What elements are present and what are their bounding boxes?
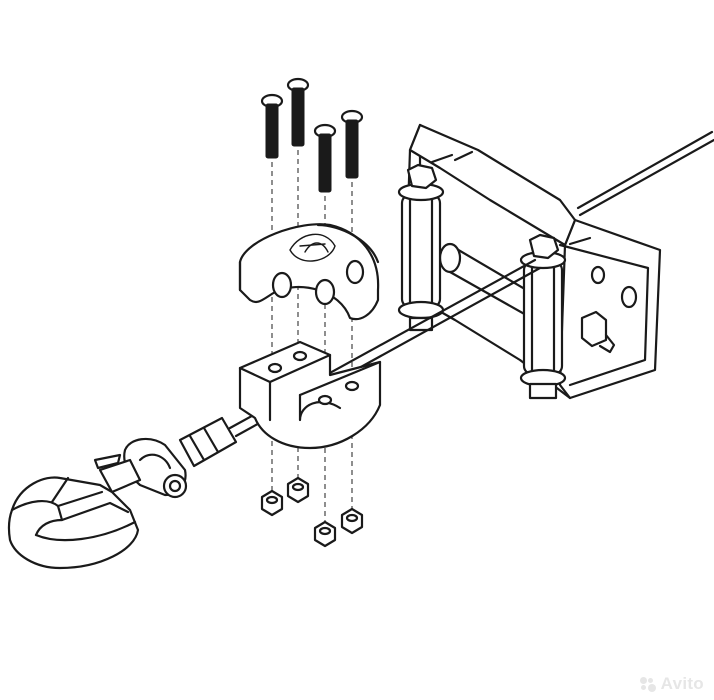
bolt-3	[313, 123, 337, 193]
hawse-clamp-top	[238, 223, 380, 321]
watermark-text: Avito	[660, 674, 704, 693]
nut-4	[340, 507, 364, 535]
bolt-2	[286, 77, 310, 147]
bolt-1	[260, 93, 284, 159]
hex-nuts	[260, 476, 364, 548]
cable-hook	[7, 416, 238, 570]
avito-watermark: Avito	[639, 674, 704, 694]
nut-3	[313, 520, 337, 548]
assembly-guide-lines	[271, 150, 353, 522]
nut-2	[286, 476, 310, 504]
roller-fairlead-frame	[397, 123, 662, 400]
bolt-4	[340, 109, 364, 179]
mounting-bolts	[260, 77, 364, 193]
avito-logo-icon	[639, 677, 658, 692]
nut-1	[260, 489, 284, 517]
hawse-clamp-bottom	[238, 340, 382, 450]
